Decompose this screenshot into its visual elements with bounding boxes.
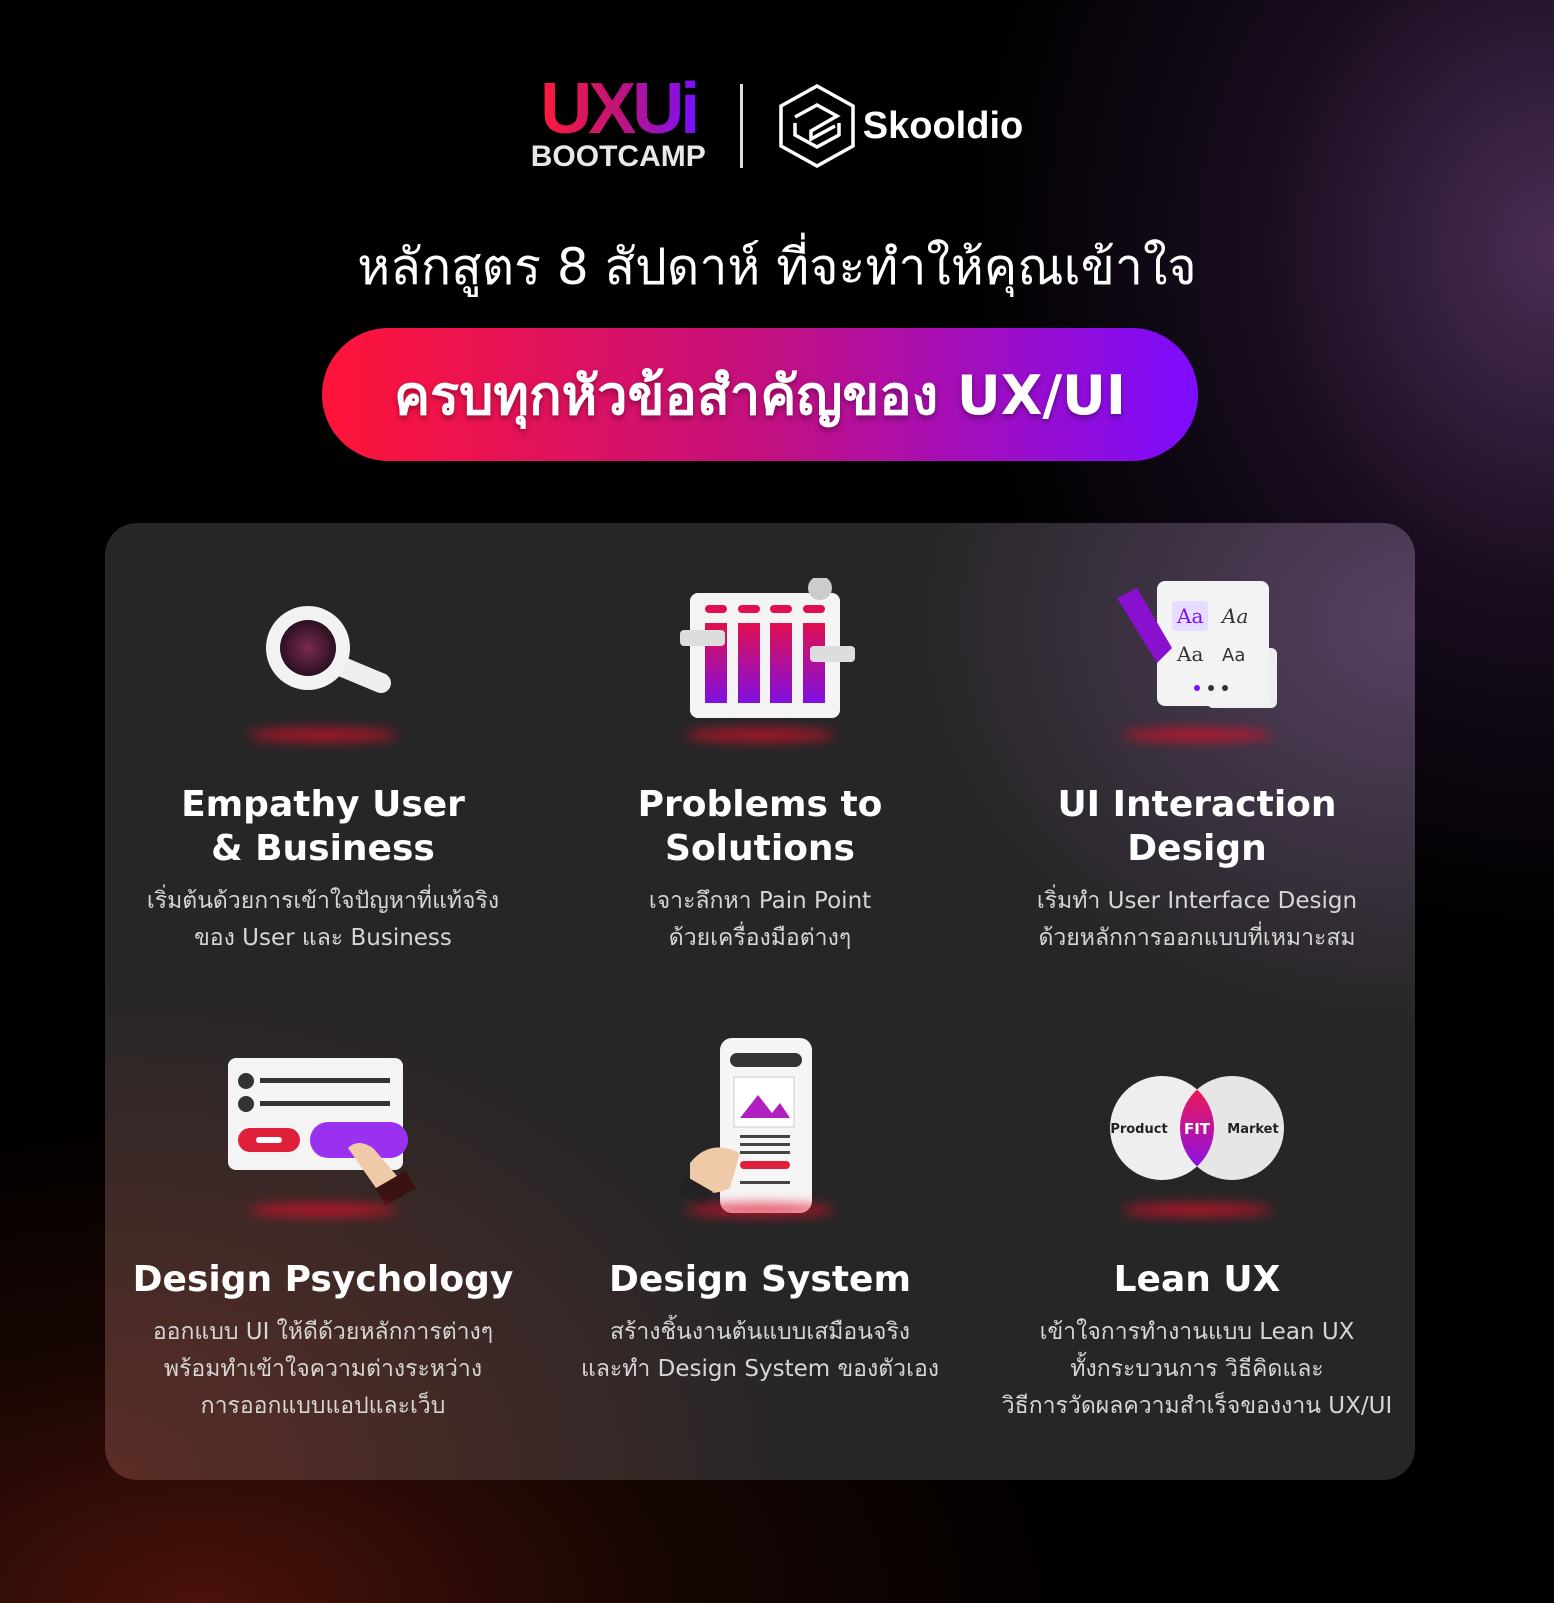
svg-text:Aa: Aa: [1220, 604, 1248, 628]
topic-description: เจาะลึกหา Pain Point ด้วยเครื่องมือต่างๆ: [542, 883, 978, 957]
title-line: Empathy User: [181, 784, 465, 825]
description-line: เริ่มต้นด้วยการเข้าใจปัญหาที่แท้จริง: [146, 888, 500, 914]
title-line: UI Interaction: [1057, 784, 1337, 825]
headline: หลักสูตร 8 สัปดาห์ ที่จะทำให้คุณเข้าใจ: [357, 238, 1197, 296]
title-line: Design System: [609, 1259, 911, 1300]
description-line: ออกแบบ UI ให้ดีด้วยหลักการต่างๆ: [152, 1319, 494, 1345]
icon-glow: [685, 729, 835, 741]
topic-5: Design System สร้างชิ้นงานต้นแบบเสมือนจริ…: [542, 1028, 978, 1388]
topic-description: ออกแบบ UI ให้ดีด้วยหลักการต่างๆพร้อมทำเข…: [105, 1314, 541, 1425]
topic-title: Empathy User& Business: [105, 783, 541, 871]
banner-pill: ครบทุกหัวข้อสำคัญของ UX/UI: [322, 328, 1198, 461]
skooldio-hexagon-icon: [779, 83, 855, 169]
topic-description: สร้างชิ้นงานต้นแบบเสมือนจริงและทำ Design…: [542, 1314, 978, 1388]
description-line: การออกแบบแอปและเว็บ: [200, 1393, 446, 1419]
uxui-bootcamp-logo: UXUi BOOTCAMP: [530, 69, 706, 173]
title-line: Lean UX: [1113, 1259, 1281, 1300]
description-line: เริ่มทำ User Interface Design: [1036, 888, 1358, 914]
topic-description: เริ่มต้นด้วยการเข้าใจปัญหาที่แท้จริงของ …: [105, 883, 541, 957]
topic-title: Design Psychology: [105, 1258, 541, 1302]
title-line: & Business: [211, 828, 435, 869]
topic-description: เริ่มทำ User Interface Design ด้วยหลักการ…: [979, 883, 1415, 957]
description-line: ด้วยเครื่องมือต่างๆ: [668, 925, 852, 951]
product-market-fit-icon: Product FIT Market: [979, 1028, 1415, 1228]
topic-description: เข้าใจการทำงานแบบ Lean UX ทั้งกระบวนการ ว…: [979, 1314, 1415, 1425]
chart-board-icon: [542, 553, 978, 753]
svg-text:Aa: Aa: [1176, 604, 1203, 628]
description-line: สร้างชิ้นงานต้นแบบเสมือนจริง: [609, 1319, 911, 1345]
icon-glow: [1122, 1204, 1272, 1216]
logo-divider: [739, 84, 743, 168]
form-button-icon: [105, 1028, 541, 1228]
venn-product-label: Product: [1110, 1122, 1167, 1137]
icon-glow: [685, 1204, 835, 1216]
topics-card: Empathy User& Business เริ่มต้นด้วยการเข้…: [105, 523, 1415, 1480]
description-line: และทำ Design System ของตัวเอง: [581, 1356, 939, 1382]
svg-text:Aa: Aa: [1222, 645, 1245, 666]
description-line: พร้อมทำเข้าใจความต่างระหว่าง: [163, 1356, 483, 1382]
header-logos: UXUi BOOTCAMP Skooldio: [0, 69, 1554, 174]
description-line: เข้าใจการทำงานแบบ Lean UX: [1039, 1319, 1355, 1345]
title-line: Design Psychology: [132, 1259, 514, 1300]
description-line: วิธีการวัดผลความสำเร็จของงาน UX/UI: [1001, 1393, 1393, 1419]
description-line: ทั้งกระบวนการ วิธีคิดและ: [1070, 1356, 1324, 1382]
venn-fit-label: FIT: [1184, 1120, 1211, 1138]
description-line: ด้วยหลักการออกแบบที่เหมาะสม: [1038, 925, 1356, 951]
magnifier-icon: [105, 553, 541, 753]
skooldio-logo: Skooldio: [777, 83, 1023, 169]
icon-glow: [248, 1204, 398, 1216]
topic-1: Empathy User& Business เริ่มต้นด้วยการเข้…: [105, 553, 541, 957]
topic-title: Design System: [542, 1258, 978, 1302]
title-line: Design: [1127, 828, 1267, 869]
topic-title: Lean UX: [979, 1258, 1415, 1302]
title-line: Problems to: [637, 784, 883, 825]
icon-glow: [248, 729, 398, 741]
svg-text:Aa: Aa: [1176, 642, 1203, 666]
description-line: ของ User และ Business: [194, 925, 452, 951]
mobile-app-icon: [542, 1028, 978, 1228]
topic-4: Design Psychology ออกแบบ UI ให้ดีด้วยหลัก…: [105, 1028, 541, 1425]
description-line: เจาะลึกหา Pain Point: [648, 888, 872, 914]
venn-market-label: Market: [1227, 1122, 1278, 1137]
title-line: Solutions: [665, 828, 855, 869]
icon-glow: [1122, 729, 1272, 741]
